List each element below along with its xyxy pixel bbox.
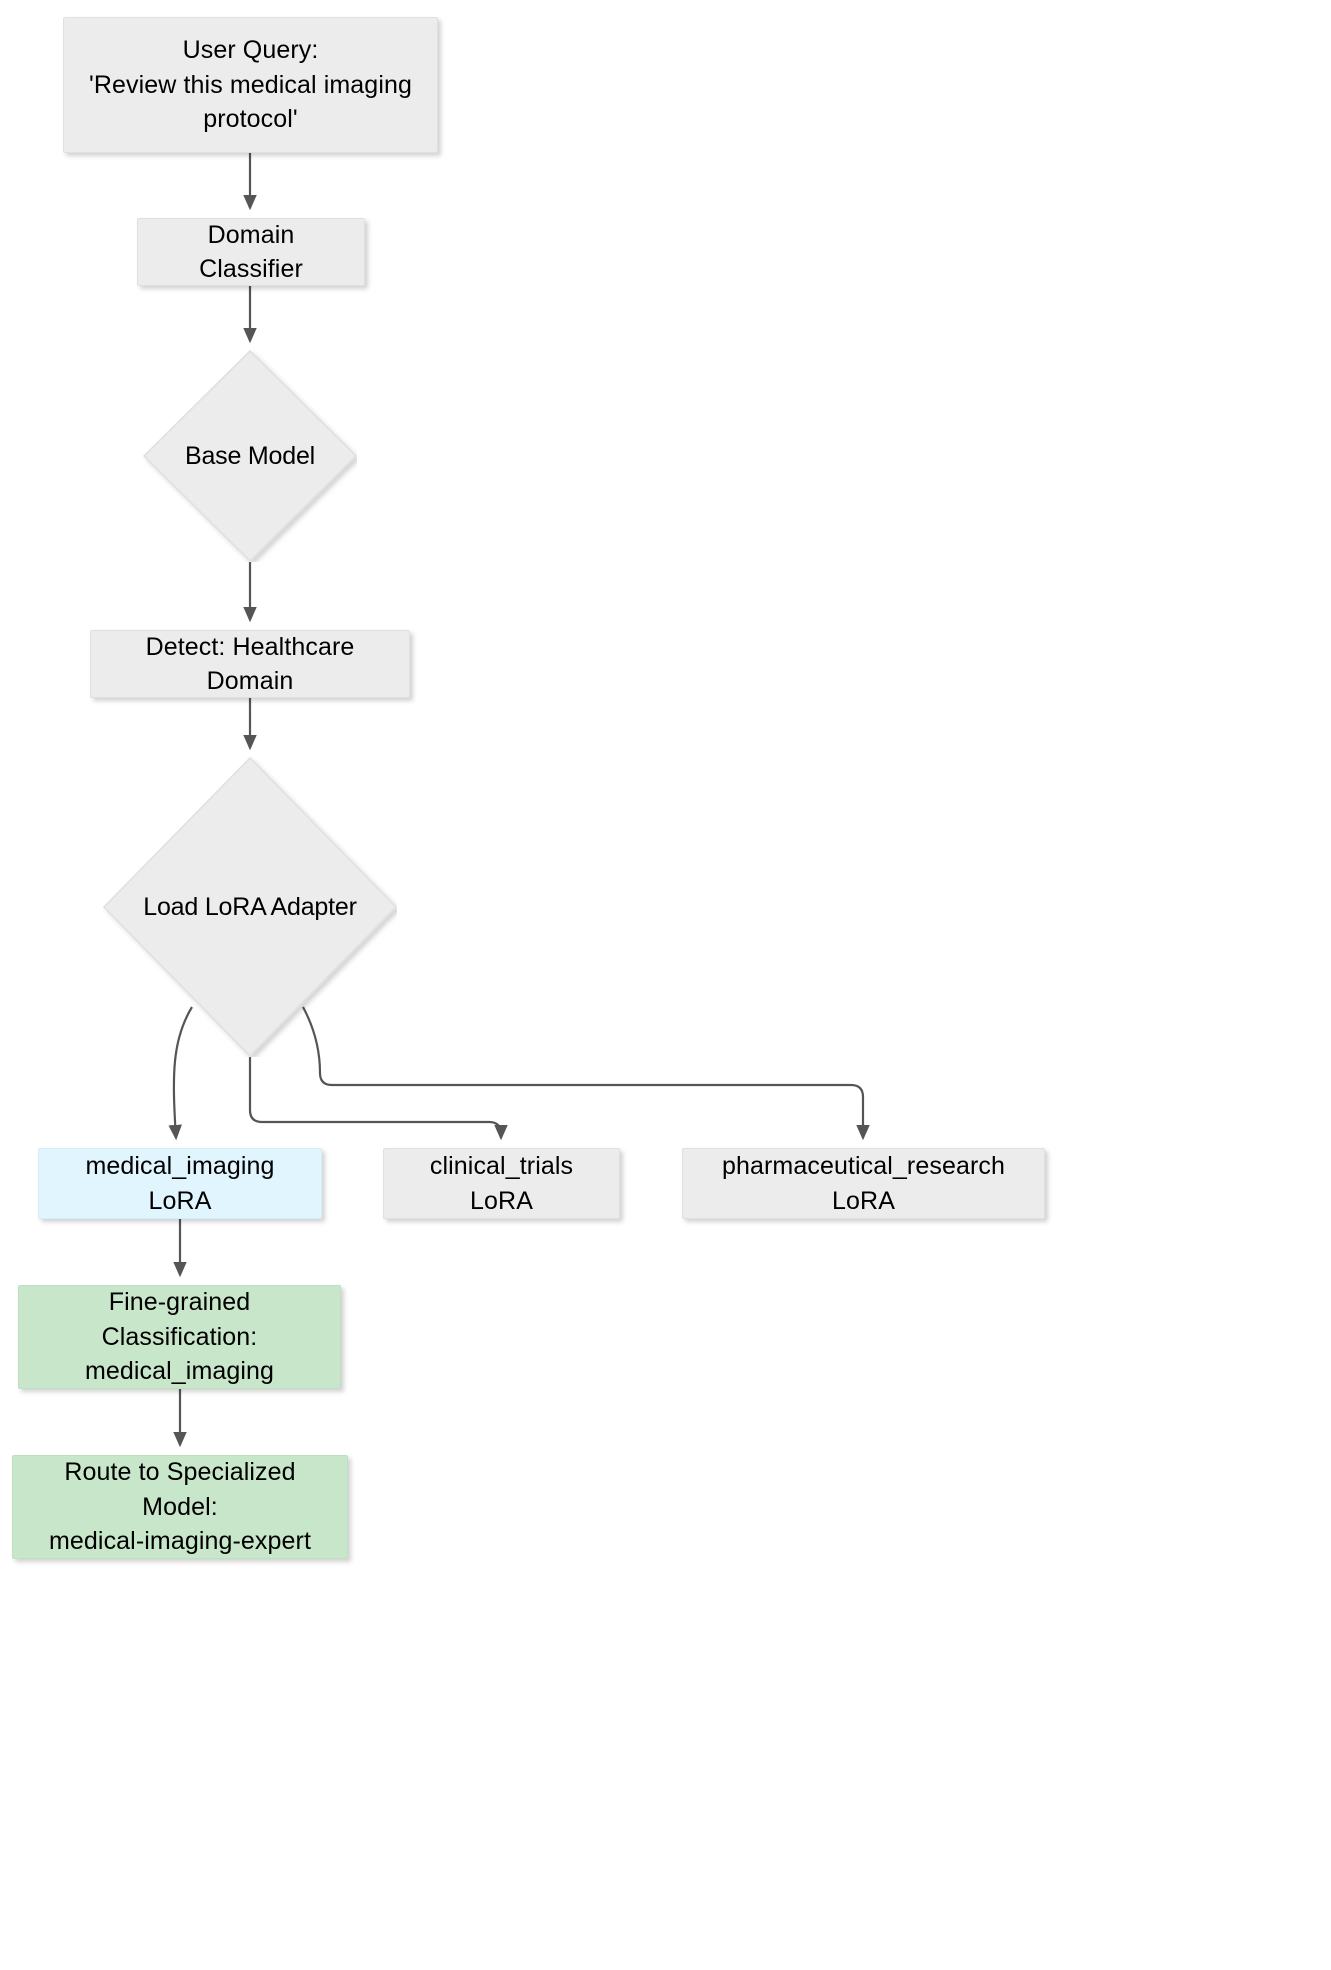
node-clinical-trials-lora-label: clinical_trials LoRA <box>429 1152 574 1215</box>
node-detect-healthcare-domain[interactable]: Detect: Healthcare Domain <box>90 630 410 698</box>
node-clinical-trials-lora[interactable]: clinical_trials LoRA <box>383 1148 620 1219</box>
node-route-model-line-2: medical-imaging-expert <box>48 1527 312 1556</box>
node-fine-grained-classification[interactable]: Fine-grained Classification: medical_ima… <box>18 1285 341 1389</box>
node-route-model-line-1: Route to Specialized Model: <box>64 1458 296 1521</box>
node-domain-classifier[interactable]: Domain Classifier <box>137 218 365 286</box>
node-user-query-line-2: 'Review this medical imaging <box>89 70 412 99</box>
node-route-specialized-model[interactable]: Route to Specialized Model: medical-imag… <box>12 1455 348 1559</box>
node-load-lora-adapter[interactable]: Load LoRA Adapter <box>103 757 397 1057</box>
node-medical-imaging-lora[interactable]: medical_imaging LoRA <box>38 1148 322 1219</box>
node-base-model-label: Base Model <box>184 441 316 470</box>
node-base-model[interactable]: Base Model <box>143 350 357 562</box>
node-medical-imaging-lora-label: medical_imaging LoRA <box>85 1152 275 1215</box>
base-model-diamond-shape <box>143 350 357 562</box>
node-user-query-line-3: protocol' <box>203 105 298 134</box>
node-pharmaceutical-research-lora[interactable]: pharmaceutical_research LoRA <box>682 1148 1045 1219</box>
node-pharmaceutical-research-lora-label: pharmaceutical_research LoRA <box>721 1152 1005 1215</box>
node-fine-grained-line-1: Fine-grained Classification: <box>101 1288 258 1351</box>
node-load-lora-adapter-label-wrap: Load LoRA Adapter <box>103 757 397 1057</box>
node-base-model-label-wrap: Base Model <box>143 350 357 562</box>
node-detect-healthcare-label: Detect: Healthcare Domain <box>145 632 355 696</box>
node-load-lora-adapter-label: Load LoRA Adapter <box>143 892 357 921</box>
edge-load-lora-to-clinical-trials <box>248 1057 508 1141</box>
node-user-query[interactable]: User Query: 'Review this medical imaging… <box>63 17 438 153</box>
load-lora-adapter-diamond-shape <box>103 757 397 1057</box>
node-domain-classifier-label: Domain Classifier <box>199 220 303 284</box>
node-user-query-line-1: User Query: <box>182 36 319 65</box>
node-fine-grained-line-2: medical_imaging <box>84 1357 275 1386</box>
